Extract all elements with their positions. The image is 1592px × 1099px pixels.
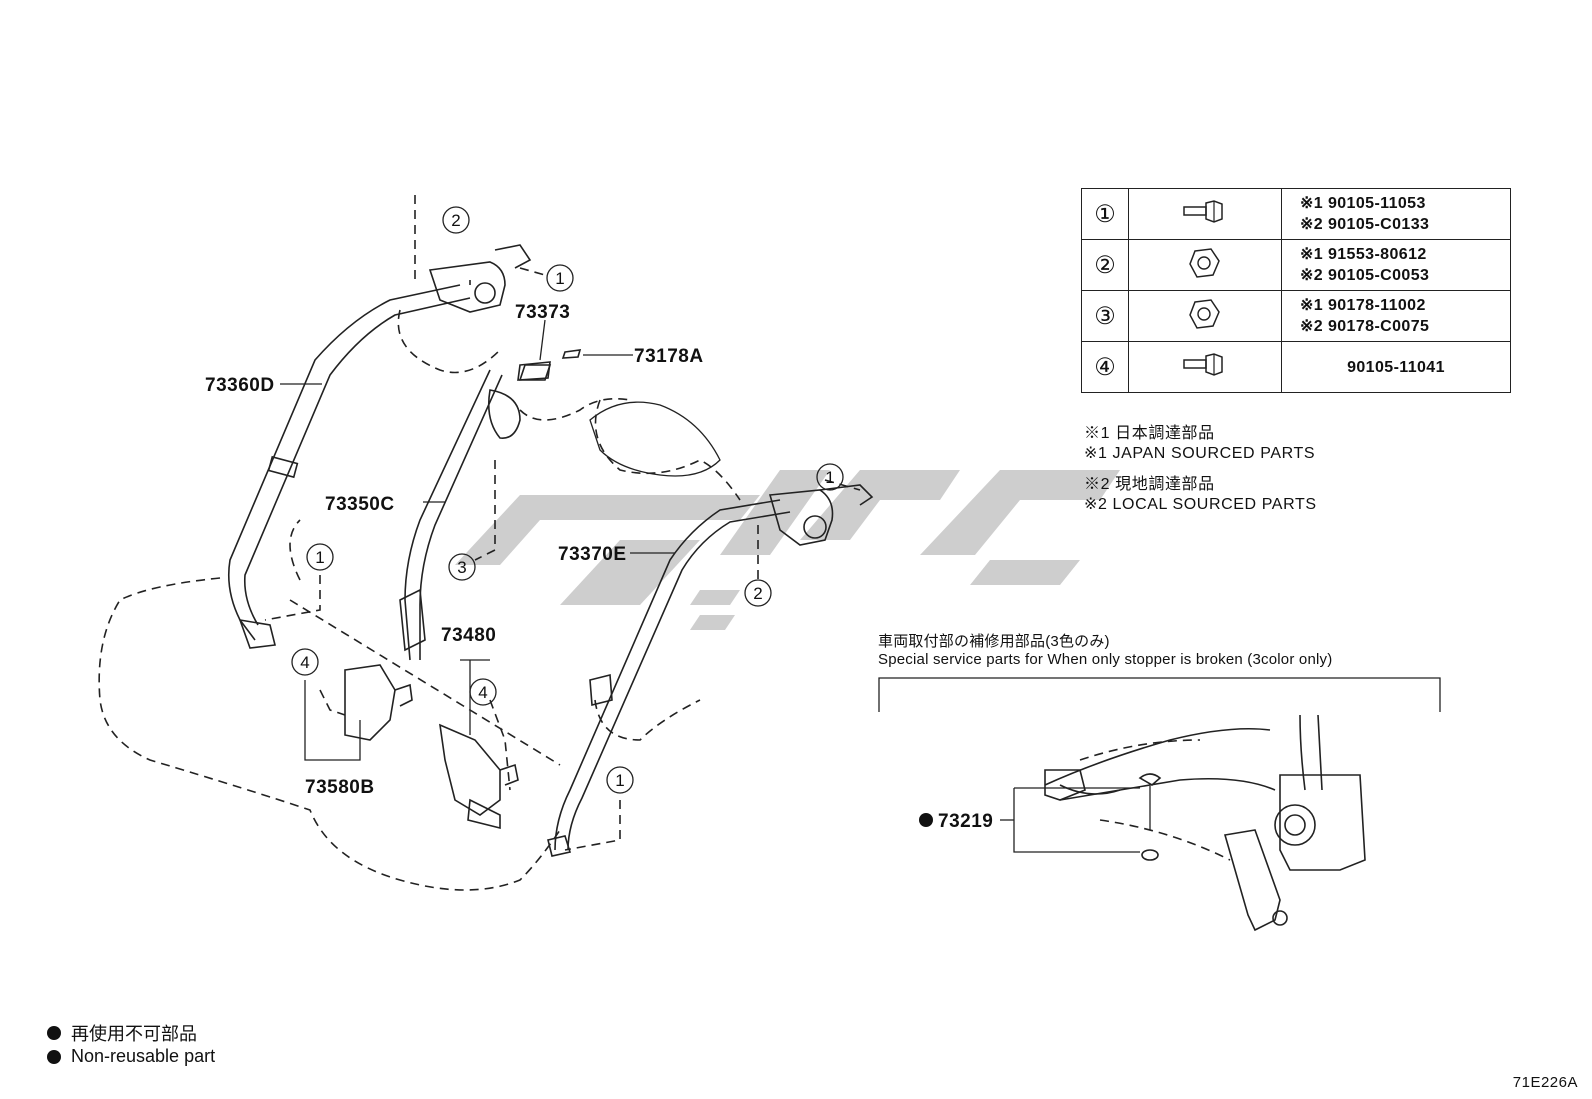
label-73350C: 73350C bbox=[325, 494, 395, 515]
hex-nut-icon bbox=[1128, 239, 1282, 291]
label-73178A: 73178A bbox=[634, 346, 704, 367]
belt-73350C bbox=[399, 364, 552, 661]
svg-text:2: 2 bbox=[753, 584, 762, 603]
callout-3: 3 bbox=[448, 553, 476, 581]
part-number-cell: ※1 91553-80612※2 90105-C0053 bbox=[1281, 239, 1511, 291]
callout-4-centre: 4 bbox=[469, 678, 497, 706]
label-73580B: 73580B bbox=[305, 777, 375, 798]
inset-stopper-drawing bbox=[1044, 714, 1366, 932]
bolt-flanged-icon bbox=[1128, 341, 1282, 393]
legend-jp: 再使用不可部品 bbox=[47, 1020, 197, 1046]
part-number-cell: 90105-11041 bbox=[1281, 341, 1511, 393]
callout-2-text: 2 bbox=[451, 211, 460, 230]
label-73360D: 73360D bbox=[205, 375, 275, 396]
inset-frame bbox=[878, 677, 1441, 712]
note-japan-jp: ※1 日本調達部品 bbox=[1084, 425, 1215, 442]
fastener-ref: ② bbox=[1081, 239, 1129, 291]
headrest-shape bbox=[589, 401, 721, 477]
bolt-flanged-icon bbox=[1128, 188, 1282, 240]
label-73219: 73219 bbox=[938, 811, 993, 832]
inset-title-jp: 車両取付部の補修用部品(3色のみ) bbox=[878, 633, 1110, 650]
note-local-en: ※2 LOCAL SOURCED PARTS bbox=[1084, 496, 1317, 513]
fastener-ref: ① bbox=[1081, 188, 1129, 240]
part-number-cell: ※1 90178-11002※2 90178-C0075 bbox=[1281, 290, 1511, 342]
seat-back-outline bbox=[397, 309, 741, 501]
label-73373: 73373 bbox=[515, 302, 570, 323]
callout-1-left: 1 bbox=[306, 543, 334, 571]
svg-text:1: 1 bbox=[555, 269, 564, 288]
cover-73373 bbox=[517, 361, 551, 381]
callout-1-bottom: 1 bbox=[606, 766, 634, 794]
table-row: ④ 90105-11041 bbox=[1081, 341, 1511, 393]
bullet-dot-icon bbox=[47, 1026, 61, 1040]
part-number-cell: ※1 90105-11053※2 90105-C0133 bbox=[1281, 188, 1511, 240]
note-local-jp: ※2 現地調達部品 bbox=[1084, 476, 1215, 493]
seat-cushion-outline bbox=[98, 577, 561, 891]
svg-text:4: 4 bbox=[478, 683, 487, 702]
clip-73178A bbox=[561, 349, 582, 359]
callout-2-top: 2 bbox=[442, 206, 470, 234]
fastener-ref: ③ bbox=[1081, 290, 1129, 342]
non-reusable-dot bbox=[919, 813, 933, 827]
svg-text:3: 3 bbox=[457, 558, 466, 577]
callout-4-left: 4 bbox=[291, 648, 319, 676]
callout-2-right: 2 bbox=[744, 579, 772, 607]
buckle-73480 bbox=[439, 723, 519, 830]
table-row: ① ※1 90105-11053※2 90105-C0133 bbox=[1081, 188, 1511, 240]
bullet-dot-icon bbox=[47, 1049, 61, 1064]
leader-lines bbox=[280, 319, 1140, 853]
note-japan-en: ※1 JAPAN SOURCED PARTS bbox=[1084, 445, 1316, 462]
fastener-ref: ④ bbox=[1081, 341, 1129, 393]
label-73370E: 73370E bbox=[558, 544, 627, 565]
svg-text:4: 4 bbox=[300, 653, 309, 672]
buckle-73580B bbox=[344, 664, 413, 741]
callout-1-top: 1 bbox=[546, 264, 574, 292]
callout-1-right: 1 bbox=[816, 463, 844, 491]
svg-text:1: 1 bbox=[615, 771, 624, 790]
fastener-dashed-leaders bbox=[264, 195, 861, 851]
table-row: ② ※1 91553-80612※2 90105-C0053 bbox=[1081, 239, 1511, 291]
table-row: ③ ※1 90178-11002※2 90178-C0075 bbox=[1081, 290, 1511, 342]
svg-text:1: 1 bbox=[315, 548, 324, 567]
seat-bottom-line bbox=[289, 599, 561, 766]
label-73480: 73480 bbox=[441, 625, 496, 646]
fastener-table: ① ※1 90105-11053※2 90105-C0133 ② ※1 9155… bbox=[1081, 188, 1511, 393]
belt-73360D bbox=[227, 244, 532, 649]
diagram-code: 71E226A bbox=[1512, 1074, 1578, 1091]
inset-title-en: Special service parts for When only stop… bbox=[878, 651, 1333, 668]
hex-nut-icon bbox=[1128, 290, 1282, 342]
svg-text:1: 1 bbox=[825, 468, 834, 487]
legend-en: Non-reusable part bbox=[47, 1046, 215, 1067]
belt-73370E bbox=[547, 484, 874, 857]
